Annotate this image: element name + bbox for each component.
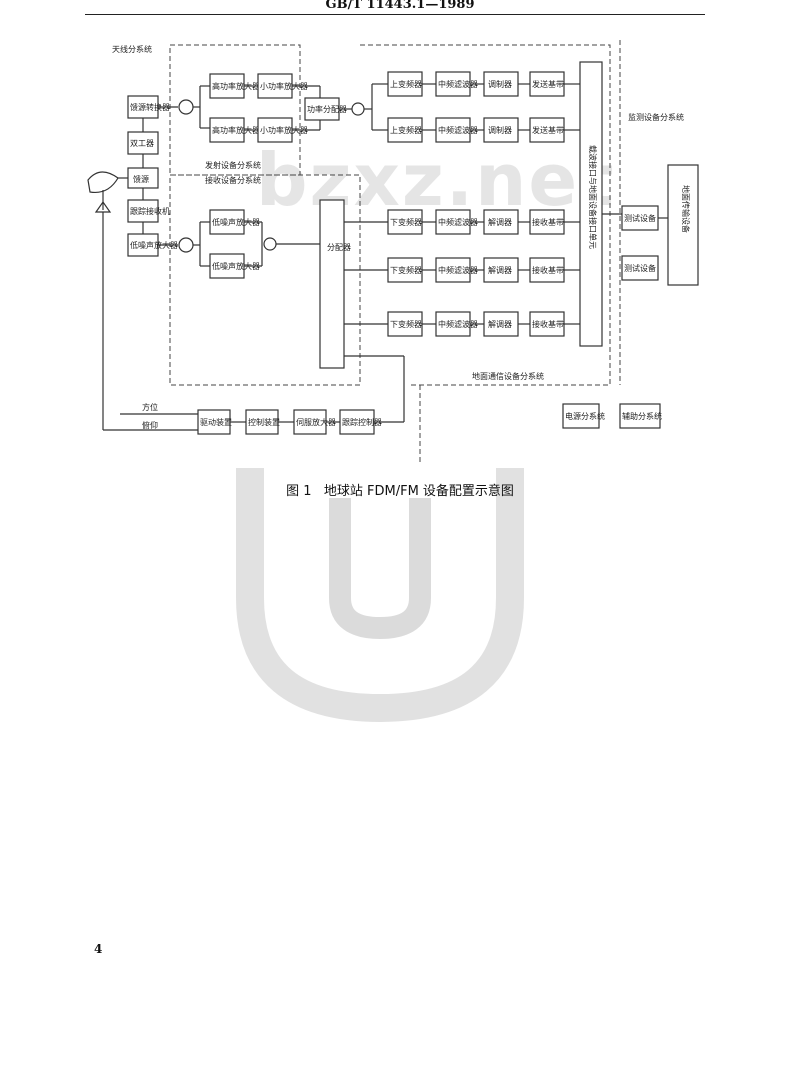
demodulator-3-block: 解调器 bbox=[483, 311, 519, 337]
tx-baseband-1-block: 发送基带 bbox=[529, 71, 565, 97]
monitor-subsystem-label: 监测设备分系统 bbox=[628, 112, 684, 122]
svg-text:接收基带: 接收基带 bbox=[532, 217, 564, 227]
svg-text:驱动装置: 驱动装置 bbox=[200, 417, 232, 427]
ground-terminal-block: 地面传输设备 bbox=[667, 164, 699, 286]
transmit-subsystem-label: 发射设备分系统 bbox=[205, 160, 261, 170]
up-converter-2-block: 上变频器 bbox=[387, 117, 423, 143]
receive-subsystem-label: 接收设备分系统 bbox=[205, 175, 261, 185]
svg-text:下变频器: 下变频器 bbox=[390, 265, 422, 275]
svg-text:测试设备: 测试设备 bbox=[624, 263, 656, 273]
down-converter-1-block: 下变频器 bbox=[387, 209, 423, 235]
down-converter-2-block: 下变频器 bbox=[387, 257, 423, 283]
page-number: 4 bbox=[94, 942, 103, 956]
svg-text:中频滤波器: 中频滤波器 bbox=[438, 79, 478, 89]
svg-text:下变频器: 下变频器 bbox=[390, 217, 422, 227]
interface-panel-block: 载波接口与地面设备接口单元 bbox=[579, 61, 603, 347]
svg-text:低噪声放大器: 低噪声放大器 bbox=[130, 240, 178, 250]
modulator-1-block: 调制器 bbox=[483, 71, 519, 97]
svg-text:馈源: 馈源 bbox=[133, 174, 149, 184]
antenna-subsystem-label: 天线分系统 bbox=[112, 44, 152, 54]
feed-block: 馈源 bbox=[127, 167, 159, 189]
svg-text:小功率放大器: 小功率放大器 bbox=[260, 125, 308, 135]
svg-text:中频滤波器: 中频滤波器 bbox=[438, 265, 478, 275]
svg-text:双工器: 双工器 bbox=[130, 139, 154, 148]
antenna-dish-icon bbox=[87, 171, 119, 213]
antenna-drive-block: 驱动装置 bbox=[197, 409, 232, 435]
header-rule bbox=[85, 14, 705, 15]
svg-text:分配器: 分配器 bbox=[327, 243, 351, 252]
svg-text:伺服放大器: 伺服放大器 bbox=[296, 417, 336, 427]
svg-text:解调器: 解调器 bbox=[488, 265, 512, 275]
down-converter-3-block: 下变频器 bbox=[387, 311, 423, 337]
svg-text:电源分系统: 电源分系统 bbox=[565, 411, 605, 421]
figure-title: 地球站 FDM/FM 设备配置示意图 bbox=[323, 484, 514, 499]
svg-text:载波接口与地面设备接口单元: 载波接口与地面设备接口单元 bbox=[588, 145, 598, 249]
svg-text:跟踪控制器: 跟踪控制器 bbox=[342, 417, 382, 427]
hpa-1-block: 高功率放大器 bbox=[209, 73, 260, 99]
svg-text:控制装置: 控制装置 bbox=[248, 417, 280, 427]
tx-baseband-2-block: 发送基带 bbox=[529, 117, 565, 143]
tx-switch-icon bbox=[178, 99, 194, 115]
svg-text:馈源转换器: 馈源转换器 bbox=[130, 102, 170, 112]
svg-text:测试设备: 测试设备 bbox=[624, 213, 656, 223]
svg-text:低噪声放大器: 低噪声放大器 bbox=[212, 261, 260, 271]
tracking-receiver-block: 跟踪接收机 bbox=[127, 199, 170, 223]
rx-baseband-3-block: 接收基带 bbox=[529, 311, 565, 337]
svg-text:小功率放大器: 小功率放大器 bbox=[260, 81, 308, 91]
svg-text:解调器: 解调器 bbox=[488, 217, 512, 227]
if-filter-2-block: 中频滤波器 bbox=[435, 117, 478, 143]
svg-text:中频滤波器: 中频滤波器 bbox=[438, 125, 478, 135]
figure-caption: 图 1 地球站 FDM/FM 设备配置示意图 bbox=[0, 480, 800, 499]
elevation-line-label: 俯仰 bbox=[142, 420, 158, 430]
rx-switch-icon bbox=[178, 237, 194, 253]
svg-text:调制器: 调制器 bbox=[488, 125, 512, 135]
antenna-control-block: 控制装置 bbox=[245, 409, 280, 435]
up-converter-1-block: 上变频器 bbox=[387, 71, 423, 97]
svg-text:地面传输设备: 地面传输设备 bbox=[681, 185, 691, 233]
ground-comm-subsystem-label: 地面通信设备分系统 bbox=[472, 371, 544, 381]
distributor-block: 分配器 bbox=[319, 199, 351, 369]
power-system-block: 电源分系统 bbox=[562, 403, 605, 429]
svg-text:解调器: 解调器 bbox=[488, 319, 512, 329]
if-amp-2-block: 中频滤波器 bbox=[435, 257, 478, 283]
rx-baseband-1-block: 接收基带 bbox=[529, 209, 565, 235]
svg-text:中频滤波器: 中频滤波器 bbox=[438, 217, 478, 227]
svg-text:辅助分系统: 辅助分系统 bbox=[622, 411, 662, 421]
hpa-2-block: 高功率放大器 bbox=[209, 117, 260, 143]
lna-1-block: 低噪声放大器 bbox=[209, 209, 260, 235]
test-equipment-block: 测试设备 bbox=[621, 255, 659, 281]
low-power-amp-1-block: 小功率放大器 bbox=[257, 73, 308, 99]
svg-text:上变频器: 上变频器 bbox=[390, 125, 422, 135]
rx-baseband-2-block: 接收基带 bbox=[529, 257, 565, 283]
watermark: bzxz.net bbox=[256, 138, 616, 222]
multiplex-block: 测试设备 bbox=[621, 205, 659, 231]
svg-text:下变频器: 下变频器 bbox=[390, 319, 422, 329]
svg-text:发送基带: 发送基带 bbox=[532, 79, 564, 89]
demodulator-1-block: 解调器 bbox=[483, 209, 519, 235]
demodulator-2-block: 解调器 bbox=[483, 257, 519, 283]
aux-system-block: 辅助分系统 bbox=[619, 403, 662, 429]
if-amp-3-block: 中频滤波器 bbox=[435, 311, 478, 337]
servo-amp-block: 伺服放大器 bbox=[293, 409, 336, 435]
svg-text:高功率放大器: 高功率放大器 bbox=[212, 125, 260, 135]
svg-text:上变频器: 上变频器 bbox=[390, 79, 422, 89]
svg-text:跟踪接收机: 跟踪接收机 bbox=[130, 206, 170, 216]
tx-combiner-icon bbox=[351, 102, 365, 116]
azimuth-line-label: 方位 bbox=[142, 402, 158, 412]
svg-text:接收基带: 接收基带 bbox=[532, 319, 564, 329]
modulator-2-block: 调制器 bbox=[483, 117, 519, 143]
svg-text:功率分配器: 功率分配器 bbox=[307, 104, 347, 114]
standard-number-header: GB/T 11443.1—1989 bbox=[325, 0, 475, 12]
faded-stamp-watermark bbox=[236, 468, 524, 723]
figure-number: 图 1 bbox=[286, 484, 312, 499]
svg-text:中频滤波器: 中频滤波器 bbox=[438, 319, 478, 329]
svg-text:高功率放大器: 高功率放大器 bbox=[212, 81, 260, 91]
svg-text:接收基带: 接收基带 bbox=[532, 265, 564, 275]
svg-text:低噪声放大器: 低噪声放大器 bbox=[212, 217, 260, 227]
svg-text:调制器: 调制器 bbox=[488, 79, 512, 89]
diplexer-block: 双工器 bbox=[127, 131, 159, 155]
svg-text:发送基带: 发送基带 bbox=[532, 125, 564, 135]
rx-combiner-icon bbox=[263, 237, 277, 251]
